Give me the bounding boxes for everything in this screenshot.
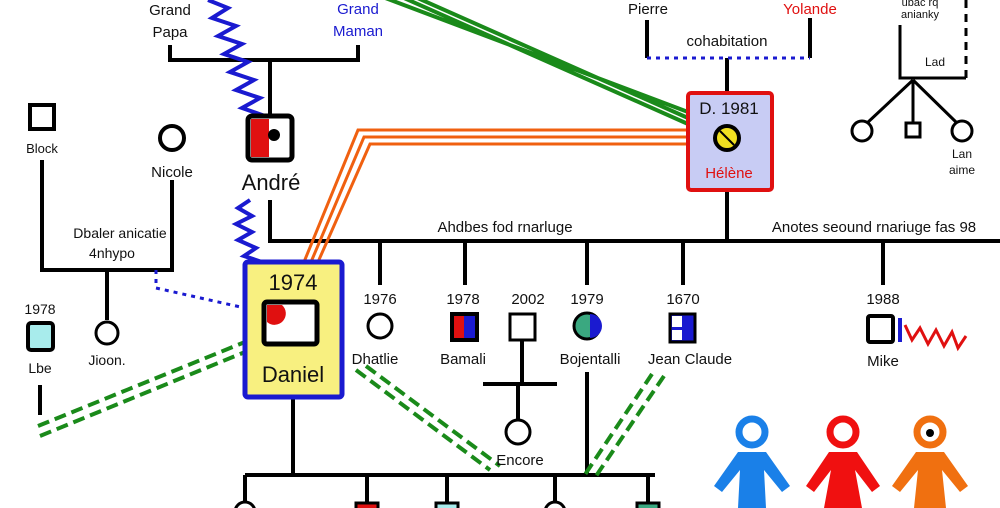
grandchild-2[interactable] (354, 501, 380, 508)
daniel-label: Daniel (262, 362, 324, 387)
encore-symbol[interactable] (504, 418, 532, 446)
encore-label: Encore (496, 452, 544, 469)
jean-claude-quadrants (672, 316, 682, 340)
dhatlie-label: Dhatlie (352, 351, 399, 368)
grand-papa-label-1: Grand (149, 2, 191, 19)
orange-relationship-line (302, 128, 688, 263)
jean-claude-year: 1670 (666, 291, 699, 308)
nicole-label: Nicole (151, 164, 193, 181)
female-figure-icon (806, 415, 880, 508)
jioon-dotted-line (154, 270, 246, 310)
grandchild-3[interactable] (434, 501, 460, 508)
mike-zigzag-line (903, 324, 968, 352)
child-2002-symbol[interactable] (508, 312, 537, 342)
grandchild-4[interactable] (544, 500, 566, 508)
second-marriage-label: Anotes seound rnariuge fas 98 (772, 219, 976, 236)
andre-to-bus-line (268, 200, 1000, 243)
top-right-child-1[interactable] (850, 119, 874, 143)
first-marriage-label: Ahdbes fod rnarluge (437, 219, 572, 236)
lbe-symbol[interactable] (26, 321, 55, 352)
bojentalli-blue-half (590, 314, 602, 338)
bojentalli-year: 1979 (570, 291, 603, 308)
block-symbol[interactable] (28, 103, 56, 131)
andre-red-fill (251, 119, 269, 157)
bamali-year: 1978 (446, 291, 479, 308)
pierre-label: Pierre (628, 1, 668, 18)
top-right-union-line (898, 25, 966, 80)
top-right-label-1: ubac rq (902, 0, 939, 9)
grandchild-1[interactable] (234, 500, 256, 508)
bamali-red-fill (454, 316, 464, 338)
top-right-child-2[interactable] (904, 121, 922, 139)
grandparents-marriage-line (168, 45, 360, 62)
top-right-label-2: anianky (901, 9, 939, 21)
mike-symbol[interactable] (866, 314, 895, 344)
daniel-children-bus (243, 397, 655, 508)
hostile-zigzag-line (207, 0, 266, 118)
jioon-label: Jioon. (88, 352, 125, 368)
helene-cross-mark (719, 130, 735, 146)
lad-label: Lad (925, 55, 945, 69)
child-2002-year: 2002 (511, 291, 544, 308)
male-figure-icon (714, 415, 790, 508)
yolande-label: Yolande (783, 1, 837, 18)
block-label: Block (26, 141, 58, 156)
grand-papa-label-2: Papa (152, 24, 188, 41)
bojentalli-label: Bojentalli (560, 351, 621, 368)
other-union-label-1: Dbaler anicatie (73, 225, 167, 241)
andre-mark-icon (268, 129, 280, 141)
left-family-line (40, 160, 174, 320)
bamali-label: Bamali (440, 351, 486, 368)
children-drops (378, 241, 885, 285)
top-right-children-lines (864, 78, 960, 126)
daniel-year: 1974 (269, 270, 318, 295)
cohabitation-label: cohabitation (687, 33, 768, 50)
jean-claude-label: Jean Claude (648, 351, 732, 368)
lan-aime-label-1: Lan (952, 147, 972, 161)
helene-parents-line (645, 18, 812, 58)
helene-label: Hélène (705, 165, 753, 182)
andre-label: André (242, 170, 301, 195)
grandchild-5[interactable] (635, 501, 661, 508)
lbe-label: Lbe (28, 360, 52, 376)
top-right-child-3[interactable] (950, 119, 974, 143)
identified-person-icon (892, 415, 968, 508)
nicole-symbol[interactable] (158, 124, 186, 152)
daniel-red-corner (267, 305, 286, 325)
green-dashed-line-encore (354, 364, 502, 472)
other-union-label-2: 4nhypo (89, 245, 135, 261)
green-dashed-line-lbe (37, 340, 246, 438)
lbe-year: 1978 (24, 301, 55, 317)
mike-year: 1988 (866, 291, 899, 308)
helene-year: D. 1981 (699, 99, 759, 118)
green-close-line (384, 0, 689, 126)
jioon-symbol[interactable] (94, 320, 120, 346)
dhatlie-symbol[interactable] (366, 312, 394, 340)
hostile-zigzag-line-2 (231, 198, 263, 264)
grand-maman-label-1: Grand (337, 1, 379, 18)
dhatlie-year: 1976 (363, 291, 396, 308)
lan-aime-label-2: aime (949, 163, 975, 177)
grand-maman-label-2: Maman (333, 23, 383, 40)
mike-label: Mike (867, 353, 899, 370)
encore-line (483, 340, 557, 420)
green-dashed-line-jean-claude (582, 372, 666, 478)
